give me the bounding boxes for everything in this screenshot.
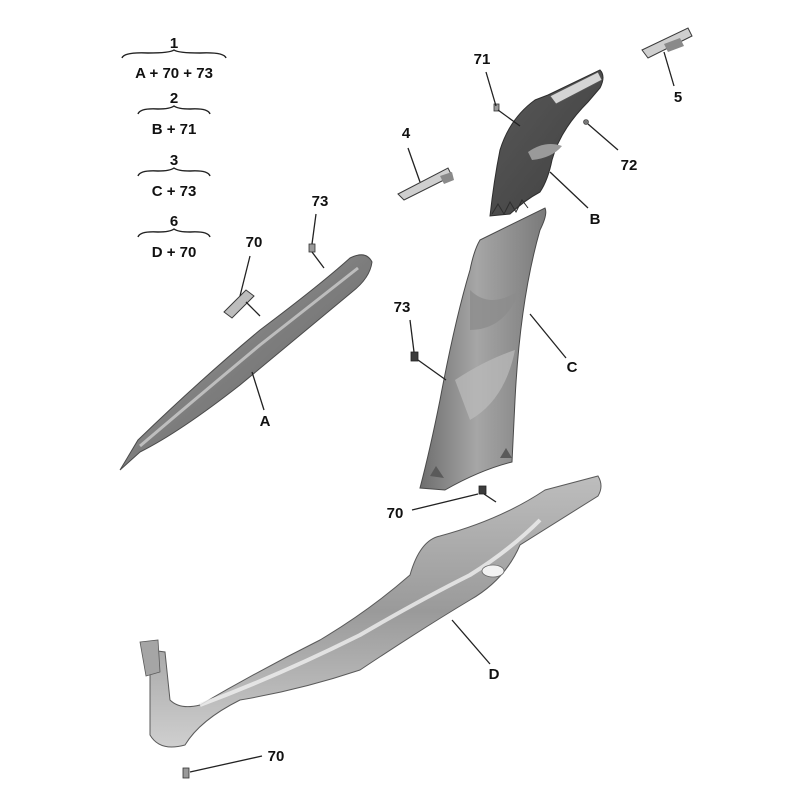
callout-d: D	[489, 666, 500, 683]
kit-3: 3 C + 73	[137, 152, 211, 200]
part-72-clip	[583, 119, 589, 125]
callouts: A B C D 4 5 70 70 70 71 72 73 73	[246, 51, 683, 765]
kit-1: 1 A + 70 + 73	[121, 35, 227, 82]
kit-1-brace	[121, 49, 227, 59]
kit-2-brace	[137, 105, 211, 115]
callout-70-a: 70	[246, 234, 263, 251]
callout-72: 72	[621, 157, 638, 174]
kit-6-brace	[137, 228, 211, 238]
part-73-clip-a	[308, 243, 316, 253]
kit-6-number: 6	[170, 213, 178, 230]
kit-2: 2 B + 71	[137, 90, 211, 138]
kit-6-contents: D + 70	[152, 244, 197, 261]
callout-5: 5	[674, 89, 682, 106]
part-70-clip-mid	[478, 485, 487, 495]
part-5-clip	[641, 27, 693, 59]
callout-c: C	[567, 359, 578, 376]
part-73-clip-c	[410, 351, 419, 362]
kit-1-number: 1	[170, 35, 178, 52]
callout-b: B	[590, 211, 601, 228]
kit-legend: 1 A + 70 + 73 2 B + 71 3 C + 73 6 D + 70	[121, 35, 227, 261]
kit-2-number: 2	[170, 90, 178, 107]
kit-6: 6 D + 70	[137, 213, 211, 261]
part-4-clip	[397, 167, 454, 201]
part-c-trim	[419, 207, 547, 491]
kit-3-contents: C + 73	[152, 183, 197, 200]
part-d-trim	[139, 475, 602, 748]
callout-a: A	[260, 413, 271, 430]
callout-71: 71	[474, 51, 491, 68]
callout-73-c: 73	[394, 299, 411, 316]
callout-70-bottom: 70	[268, 748, 285, 765]
kit-2-contents: B + 71	[152, 121, 197, 138]
kit-1-contents: A + 70 + 73	[135, 65, 213, 82]
leader-lines	[189, 51, 675, 773]
kit-3-brace	[137, 167, 211, 177]
part-70-clip-a	[223, 289, 255, 319]
callout-73-a: 73	[312, 193, 329, 210]
kit-3-number: 3	[170, 152, 178, 169]
callout-4: 4	[402, 125, 411, 142]
part-a-trim	[119, 254, 373, 471]
callout-70-mid: 70	[387, 505, 404, 522]
part-71-clip	[493, 103, 500, 112]
part-70-clip-bottom	[182, 767, 190, 779]
part-b-trim	[489, 69, 604, 217]
